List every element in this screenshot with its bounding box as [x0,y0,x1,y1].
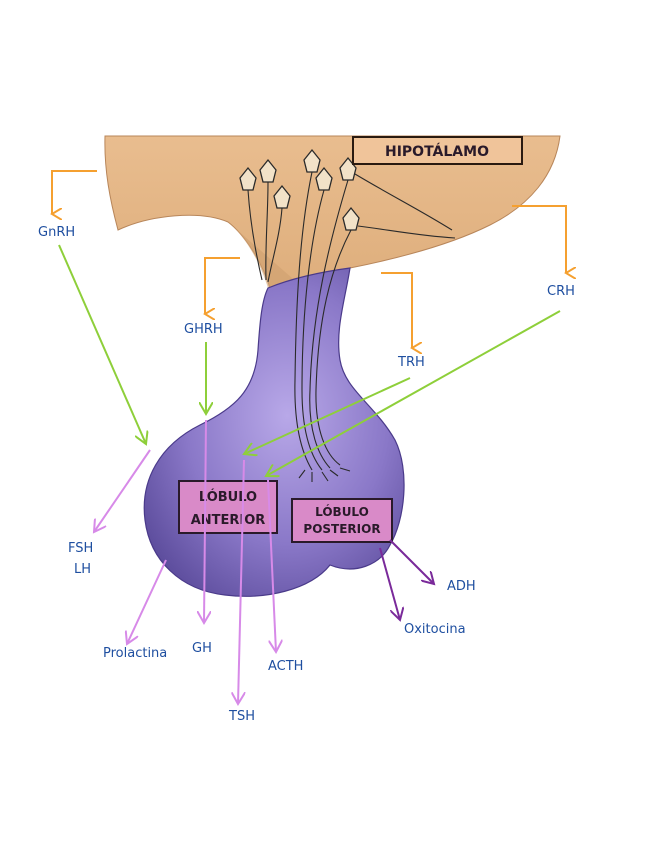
tsh-label: TSH [228,709,255,724]
trh-to-anterior-arrow [244,377,411,454]
acth-label: ACTH [268,659,303,674]
neuron-body [259,158,277,183]
hipotalamo-box [352,136,523,165]
crh-label: CRH [547,284,575,299]
ghrh-label: GHRH [184,322,223,337]
lobulo-posterior-box [291,498,393,543]
ghrh-release-arrow [205,257,240,314]
crh-release-arrow [512,205,566,273]
gnrh-to-anterior-arrow [58,244,146,444]
neuron-body [315,166,333,191]
fsh-lh-arrow [94,449,151,532]
neuron-body [273,184,291,209]
lobulo-anterior-line2: ANTERIOR [191,513,266,528]
oxitocina-arrow [379,547,400,620]
tsh-arrow [238,459,244,704]
crh-to-anterior-arrow [266,310,561,476]
purple-arrows [379,539,434,620]
gh-arrow [204,419,206,623]
lobulo-posterior-line2: POSTERIOR [303,522,380,536]
pituitary-gland [143,267,405,597]
lobulo-anterior-line1: LÓBULO [199,489,257,505]
lh-label: LH [74,562,91,577]
trh-release-arrow [381,272,412,348]
neuron-body [239,166,257,191]
hipotalamo-label: HIPOTÁLAMO [385,143,489,160]
acth-arrow [267,479,276,652]
prolactina-arrow [127,559,167,644]
neuron-body [303,148,321,173]
lobulo-anterior-box [178,480,278,534]
oxitocina-label: Oxitocina [404,622,466,637]
fsh-label: FSH [68,541,93,556]
gnrh-release-arrow [52,170,97,214]
trh-label: TRH [397,355,425,370]
gnrh-label: GnRH [38,225,75,240]
hormone-labels: GnRH GHRH TRH CRH FSH LH Prolactina GH T… [38,225,575,724]
green-arrows [58,244,561,476]
adh-label: ADH [447,579,476,594]
gh-label: GH [192,641,212,656]
lobulo-posterior-line1: LÓBULO [315,504,369,519]
prolactina-label: Prolactina [103,646,167,661]
infundibulum-stalk [228,222,350,290]
pink-arrows [94,419,276,704]
orange-arrows [52,170,566,348]
adh-arrow [389,539,434,584]
neuron-body [342,206,360,231]
